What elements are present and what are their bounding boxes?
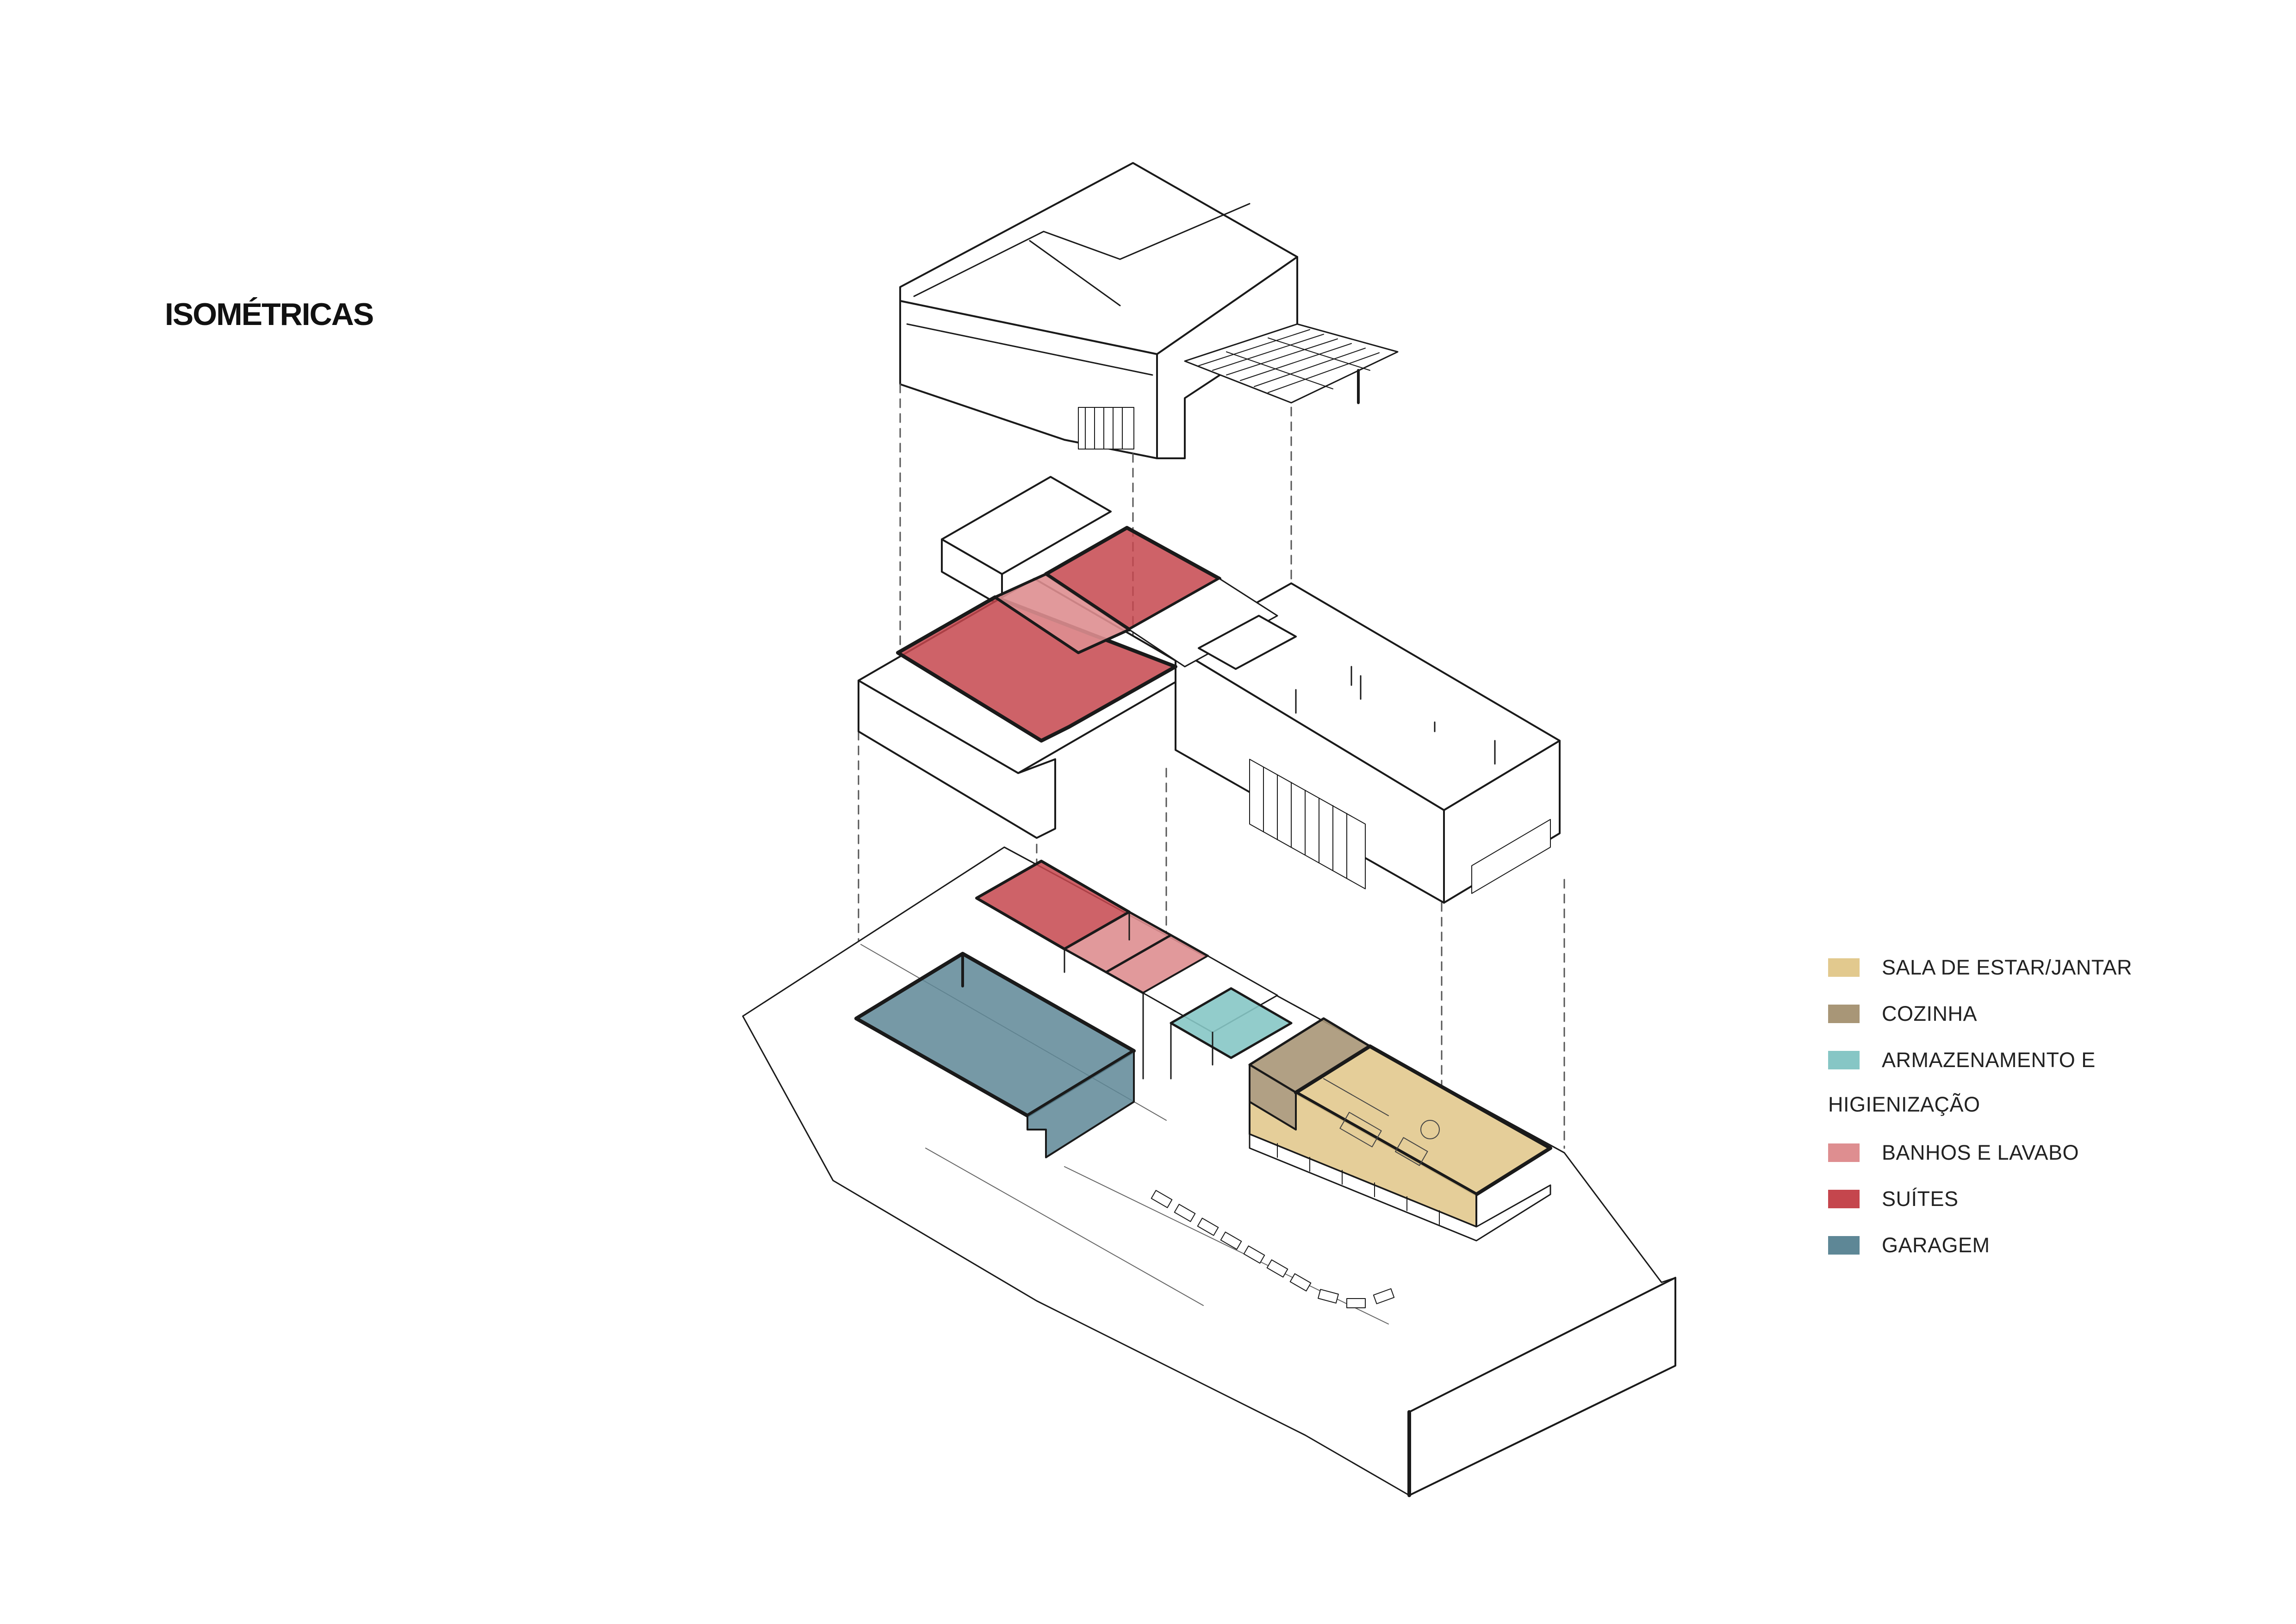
upper-window-strip — [1249, 759, 1551, 894]
legend-swatch — [1828, 1236, 1860, 1255]
legend-label: GARAGEM — [1882, 1233, 1990, 1257]
legend-label-continuation: HIGIENIZAÇÃO — [1828, 1093, 1980, 1116]
upper-left-slab-front — [858, 680, 1056, 839]
legend-item-suites: SUÍTES — [1828, 1185, 1959, 1213]
legend-swatch — [1828, 1005, 1860, 1023]
legend-swatch — [1828, 958, 1860, 977]
legend-swatch — [1828, 1051, 1860, 1069]
legend-item-sala: SALA DE ESTAR/JANTAR — [1828, 954, 2132, 981]
legend-item-garagem: GARAGEM — [1828, 1231, 1990, 1259]
terrace-strip — [1249, 1133, 1551, 1242]
storage-area — [1170, 987, 1293, 1059]
legend-swatch — [1828, 1143, 1860, 1162]
legend-label: SUÍTES — [1882, 1187, 1959, 1211]
upper-stair — [1128, 578, 1278, 668]
legend-swatch — [1828, 1190, 1860, 1208]
legend-label: SALA DE ESTAR/JANTAR — [1882, 956, 2132, 979]
legend-label: COZINHA — [1882, 1002, 1977, 1025]
ground-floor — [742, 846, 1676, 1497]
legend-item-armazenamento: ARMAZENAMENTO E — [1828, 1046, 2096, 1074]
roof-level — [899, 162, 1399, 459]
terrace-glazing — [1277, 1143, 1440, 1225]
upper-suite-left — [896, 595, 1177, 743]
terrain-line-3 — [925, 1148, 1204, 1306]
roof-ridge-2 — [1029, 240, 1121, 306]
stepping-stones — [1151, 1190, 1395, 1308]
roof-inner-edge — [906, 323, 1153, 376]
legend-item-cozinha: COZINHA — [1828, 1000, 1977, 1028]
legend-item-banhos: BANHOS E LAVABO — [1828, 1139, 2079, 1167]
garage-wall — [1027, 1050, 1135, 1158]
page-title: ISOMÉTRICAS — [165, 297, 374, 332]
pergola-slats — [1198, 329, 1380, 393]
roof-window — [1078, 407, 1134, 450]
legend-label: BANHOS E LAVABO — [1882, 1141, 2079, 1164]
living-furniture — [1323, 1078, 1440, 1166]
upper-floor — [858, 476, 1561, 904]
ground-walls — [1064, 911, 1213, 1080]
upper-small-bath — [1198, 615, 1297, 670]
roof-vents — [1295, 666, 1496, 765]
legend-label: ARMAZENAMENTO E — [1882, 1048, 2096, 1072]
roof-ridge — [913, 203, 1251, 297]
